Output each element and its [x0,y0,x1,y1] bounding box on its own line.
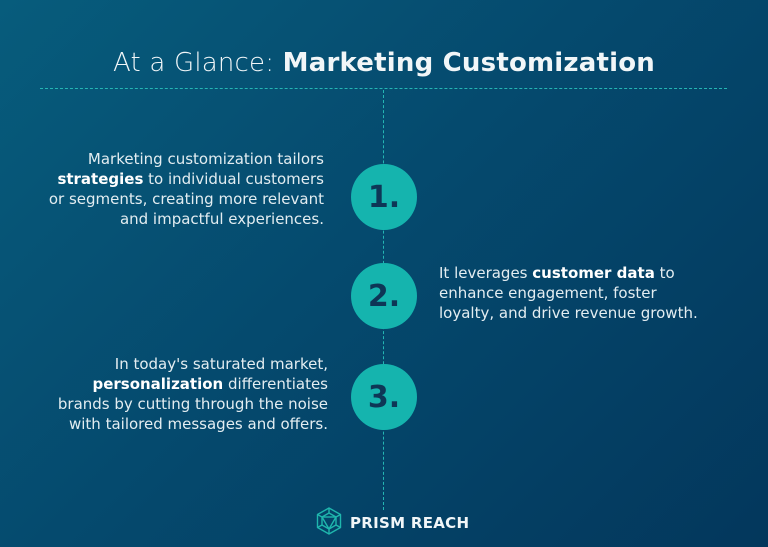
title-main: Marketing Customization [282,48,656,78]
step-2-text: It leverages customer data to enhance en… [439,264,698,322]
page-title: At a Glance: Marketing Customization [0,48,768,78]
title-prefix: At a Glance: [112,48,283,78]
step-1-number: 1. [367,179,401,215]
geodesic-hexagon-icon [316,507,342,539]
step-3-badge: 3. [351,364,417,430]
step-2-badge: 2. [351,263,417,329]
brand-logo: PRISM REACH [316,507,469,539]
step-3-number: 3. [367,379,401,415]
step-3-keyword: personalization [92,375,224,393]
header-divider [40,88,727,89]
step-3-text: In today's saturated market, personaliza… [57,355,328,433]
step-2-keyword: customer data [532,264,655,282]
brand-name: PRISM REACH [350,514,470,532]
step-1-keyword: strategies [57,170,144,188]
step-1-text: Marketing customization tailors strategi… [48,150,324,228]
step-2-number: 2. [367,278,401,314]
step-1-badge: 1. [351,164,417,230]
